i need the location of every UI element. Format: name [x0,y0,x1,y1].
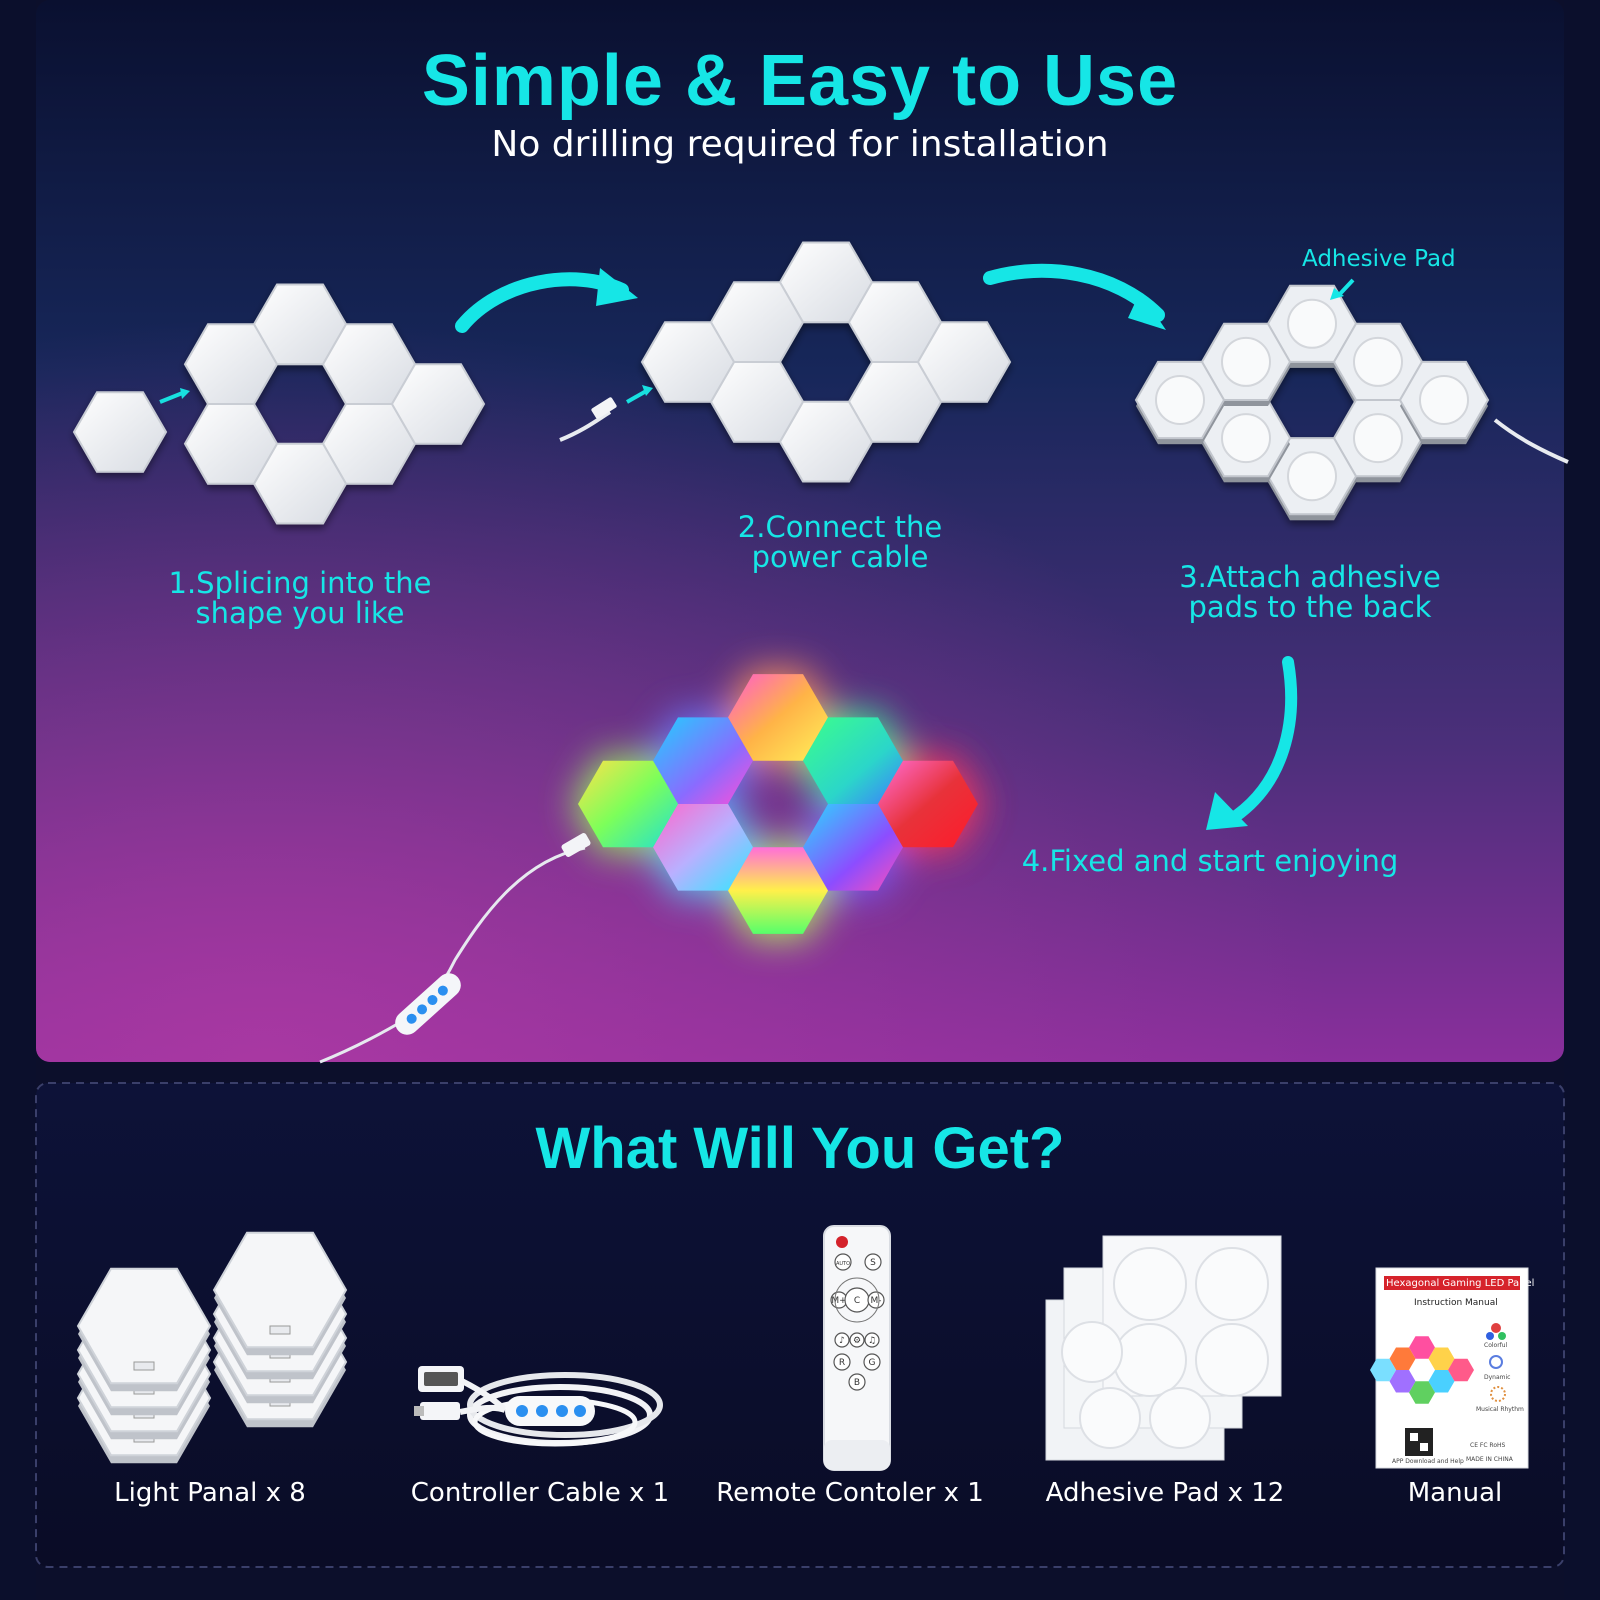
loose-hex-panel [72,391,168,473]
remote-button-label: AUTO [836,1261,850,1267]
rgb-hex-panel [803,717,903,804]
adhesive-pad-circle [1221,413,1271,464]
step3-to-step4-arrow-icon [1224,656,1298,826]
remote-dial-ring [834,1277,880,1323]
adhesive-pad-circle [1353,336,1403,387]
remote-button [849,1332,865,1348]
page-title: Simple & Easy to Use [421,41,1179,121]
remote-button-label: ⚙ [853,1336,861,1346]
adhesive-pad-circle [1419,375,1469,425]
item-label-adhesive-pad: Adhesive Pad x 12 [1045,1478,1285,1508]
remote-button [834,1332,850,1348]
controller-cable-image [414,1366,663,1447]
remote-button-label: M+ [831,1296,846,1306]
adhesive-pads-image [1045,1235,1282,1461]
manual-hex [1370,1358,1396,1382]
inline-controller [395,973,461,1035]
manual-feature-1: Colorful [1484,1342,1508,1349]
remote-button-label: ♫ [868,1336,876,1346]
step2-hex-cluster [640,241,1012,483]
white-hex-panel [183,323,279,405]
item-label-manual: Manual [1407,1478,1503,1508]
adhesive-pad-circle [1287,451,1337,502]
manual-hex [1428,1347,1455,1370]
manual-hex [1409,1381,1435,1404]
manual-feature-2: Dynamic [1484,1374,1511,1381]
manual-footer-left: APP Download and Help [1392,1458,1464,1465]
adhesive-pad-circle [1287,298,1337,349]
white-hex-panel [390,363,486,445]
adhesive-pad-circle [1155,375,1205,425]
rgb-hex-panel [878,760,978,848]
step3-label: 3.Attach adhesive pads to the back [1179,560,1441,624]
white-hex-panel [916,321,1012,403]
manual-marks: CE FC RoHS [1470,1442,1506,1449]
remote-button-label: G [869,1358,876,1368]
remote-button-label: S [870,1258,876,1268]
light-panel-stack-image [76,1231,348,1464]
step1-hex-cluster [72,283,486,525]
hex-panel-stacked [212,1231,348,1349]
step2-power-cable [559,410,612,442]
adhesive-pad-circle [1221,336,1271,387]
item-label-remote: Remote Contoler x 1 [716,1478,984,1508]
manual-hex [1389,1370,1416,1393]
remote-button-label: C [854,1296,860,1306]
remote-button [833,1353,851,1371]
rgb-hex-panel [653,717,753,804]
manual-made-in: MADE IN CHINA [1466,1456,1513,1463]
remote-button-label: B [854,1378,860,1388]
connect-arrow-icon [159,390,186,404]
manual-feature-3: Musical Rhythm [1476,1406,1524,1413]
remote-button [864,1253,882,1271]
manual-hex [1428,1370,1455,1393]
adhesive-pad-circle [1353,413,1403,464]
manual-hex [1448,1358,1474,1382]
remote-button [864,1332,880,1348]
step4-label: 4.Fixed and start enjoying [1021,844,1399,878]
rgb-hex-panel [728,674,828,761]
page-subtitle: No drilling required for installation [491,124,1109,165]
remote-button [863,1353,881,1371]
remote-button-label: R [839,1358,845,1368]
step1-label: 1.Splicing into the shape you like [168,566,432,630]
hex-panel-stacked [76,1267,212,1385]
remote-button-label: ♪ [839,1336,845,1346]
rgb-hex-panel [653,804,753,891]
step2-label: 2.Connect the power cable [737,510,943,574]
white-hex-panel [640,321,736,403]
remote-button [834,1253,852,1271]
manual-image [1370,1267,1529,1469]
remote-control-image: AUTO S M+ C M- ♪ ⚙ ♫ R GB [823,1225,891,1471]
step3-hex-cluster [1134,284,1490,521]
panel-connector [269,1325,291,1335]
remote-button [848,1373,866,1391]
plug-arrow-icon [626,388,649,404]
item-label-light-panel: Light Panal x 8 [114,1478,306,1508]
step3-power-cable [1493,418,1569,464]
panel-connector [133,1361,155,1371]
rgb-hex-cluster [572,668,984,940]
rgb-hex-panel [728,847,828,934]
remote-button [867,1291,885,1309]
remote-button-label: M- [870,1296,881,1306]
manual-cover-subtitle: Instruction Manual [1414,1298,1498,1308]
adhesive-pad-callout-label: Adhesive Pad [1302,246,1456,272]
manual-hex [1389,1347,1416,1370]
package-title: What Will You Get? [535,1116,1065,1181]
manual-cover-title: Hexagonal Gaming LED Panel [1386,1278,1535,1289]
rgb-hex-panel [578,760,678,848]
item-label-controller-cable: Controller Cable x 1 [410,1478,670,1508]
rgb-hex-panel [803,804,903,891]
manual-hex [1409,1336,1435,1359]
